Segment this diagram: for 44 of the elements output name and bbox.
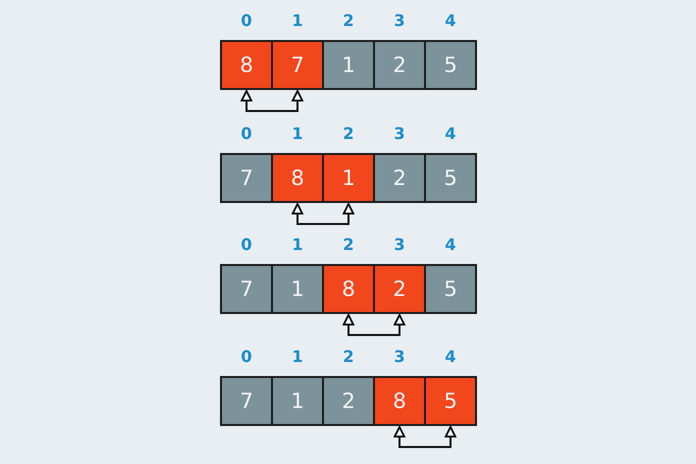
array-cell: 8 <box>220 40 273 90</box>
swap-arrow <box>240 90 304 112</box>
index-label: 0 <box>240 11 254 31</box>
index-label: 1 <box>290 347 304 367</box>
index-label: 0 <box>240 347 254 367</box>
index-label: 2 <box>342 11 356 31</box>
array-cell: 1 <box>271 264 324 314</box>
array-cell: 2 <box>373 153 426 203</box>
index-label: 4 <box>444 347 458 367</box>
index-label: 3 <box>392 347 406 367</box>
index-label: 3 <box>392 124 406 144</box>
array-cell: 8 <box>271 153 324 203</box>
array-cell: 8 <box>373 376 426 426</box>
index-label: 0 <box>240 124 254 144</box>
swap-arrow <box>342 314 406 336</box>
array-cell: 8 <box>322 264 375 314</box>
array-cell: 7 <box>271 40 324 90</box>
index-label: 2 <box>342 347 356 367</box>
index-label: 4 <box>444 235 458 255</box>
array-cell: 7 <box>220 153 273 203</box>
array-cell: 5 <box>424 376 477 426</box>
array-cell: 5 <box>424 40 477 90</box>
array-cell: 2 <box>322 376 375 426</box>
index-label: 1 <box>290 124 304 144</box>
index-label: 4 <box>444 11 458 31</box>
array-cell: 7 <box>220 376 273 426</box>
index-label: 2 <box>342 124 356 144</box>
swap-arrow <box>292 203 354 225</box>
array-cell: 5 <box>424 264 477 314</box>
index-label: 3 <box>392 235 406 255</box>
array-cell: 5 <box>424 153 477 203</box>
index-label: 2 <box>342 235 356 255</box>
array-cell: 2 <box>373 264 426 314</box>
array-cell: 1 <box>271 376 324 426</box>
index-label: 1 <box>290 235 304 255</box>
index-label: 4 <box>444 124 458 144</box>
index-label: 0 <box>240 235 254 255</box>
array-cell: 2 <box>373 40 426 90</box>
array-cell: 1 <box>322 153 375 203</box>
index-label: 1 <box>290 11 304 31</box>
array-cell: 1 <box>322 40 375 90</box>
array-cell: 7 <box>220 264 273 314</box>
swap-arrow <box>394 426 456 448</box>
index-label: 3 <box>392 11 406 31</box>
